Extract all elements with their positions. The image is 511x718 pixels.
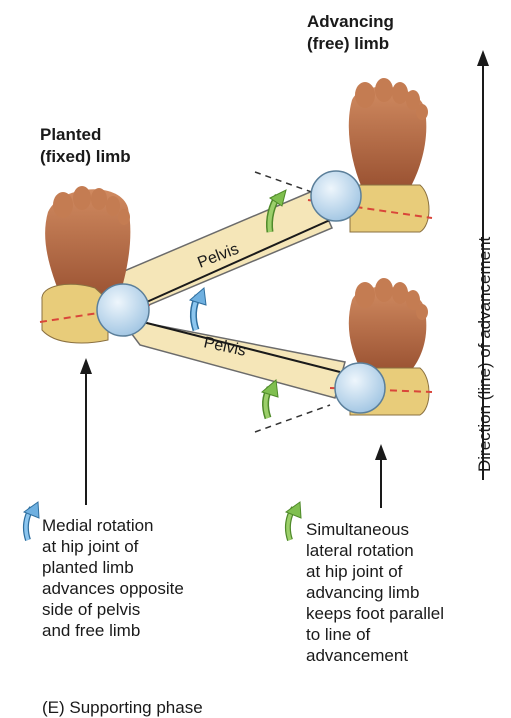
caption-left-line: planted limb	[42, 557, 184, 578]
medial-rotation-arrow-center-icon	[190, 288, 206, 330]
advancing-title-line1: Advancing	[307, 11, 394, 33]
caption-right-line: Simultaneous	[306, 519, 444, 540]
caption-left-line: side of pelvis	[42, 599, 184, 620]
lateral-rotation-caption: Simultaneous lateral rotation at hip joi…	[306, 519, 444, 666]
planted-title-line2: (fixed) limb	[40, 146, 131, 168]
caption-right-line: keeps foot parallel	[306, 603, 444, 624]
caption-left-line: and free limb	[42, 620, 184, 641]
planted-title-line1: Planted	[40, 124, 131, 146]
caption-left-line: Medial rotation	[42, 515, 184, 536]
figure-caption-text: (E) Supporting phase	[42, 697, 203, 718]
caption-left-line: advances opposite	[42, 578, 184, 599]
figure-caption-cut: (E) Supporting phase	[42, 697, 203, 718]
planted-hip-joint	[97, 284, 149, 336]
caption-right-line: at hip joint of	[306, 561, 444, 582]
advancing-pointer-arrow	[375, 444, 387, 508]
medial-rotation-caption: Medial rotation at hip joint of planted …	[42, 515, 184, 641]
caption-right-line: to line of	[306, 624, 444, 645]
planted-pointer-arrow	[80, 358, 92, 505]
direction-label-text: Direction (line) of advancement	[475, 237, 495, 472]
medial-rotation-legend-icon	[24, 502, 39, 540]
advancing-limb-title: Advancing (free) limb	[307, 11, 394, 55]
pelvis-lower-band	[120, 318, 345, 398]
advancing-hip-joint-lower	[335, 363, 385, 413]
lateral-rotation-arrow-lower-icon	[262, 380, 278, 418]
advancing-hip-joint-upper	[311, 171, 361, 221]
caption-left-line: at hip joint of	[42, 536, 184, 557]
caption-right-line: advancement	[306, 645, 444, 666]
planted-limb-title: Planted (fixed) limb	[40, 124, 131, 168]
lateral-rotation-legend-icon	[286, 502, 301, 540]
upper-dashed-axis	[255, 172, 320, 195]
caption-right-line: lateral rotation	[306, 540, 444, 561]
caption-right-line: advancing limb	[306, 582, 444, 603]
advancing-title-line2: (free) limb	[307, 33, 394, 55]
